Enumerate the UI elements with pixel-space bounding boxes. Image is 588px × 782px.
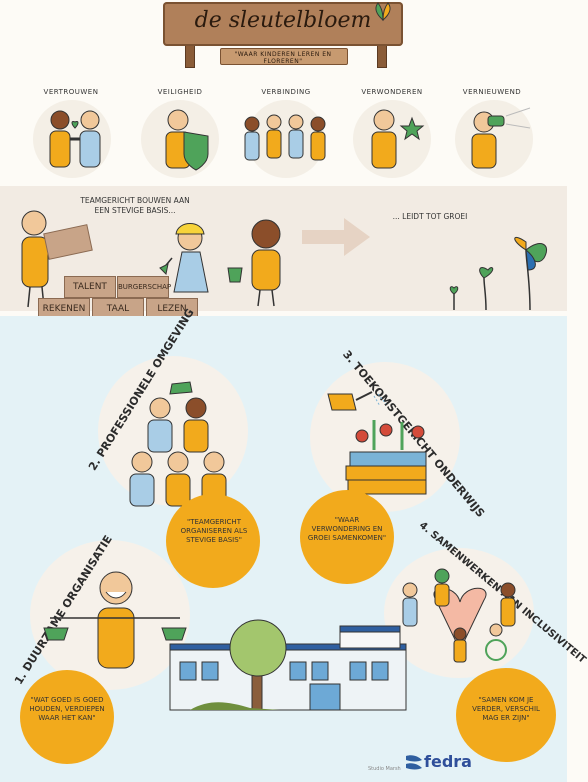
- child-with-bucket: [227, 219, 281, 307]
- leaf-logo-icon: [375, 2, 391, 22]
- fedra-logo-icon: [406, 755, 422, 770]
- brick-lezen: lezen: [146, 298, 198, 320]
- handshake-icon: [49, 110, 101, 168]
- brick-burgerschap: burgerschap: [117, 276, 171, 298]
- builder-with-brick: [21, 210, 93, 308]
- pillar-4-quote: "samen kom je verder, verschil mag er zi…: [472, 696, 540, 722]
- value-label-4: vernieuwend: [462, 88, 522, 96]
- title-sign: [163, 2, 403, 46]
- shield-icon: [165, 109, 209, 171]
- star-icon: [371, 109, 425, 169]
- pillar-4-quote-blob: [456, 668, 556, 762]
- inclusive-group-illustration: [402, 568, 516, 663]
- school-building-illustration: [169, 619, 407, 711]
- watering-books-illustration: [327, 391, 427, 495]
- growing-sprouts: [449, 237, 548, 311]
- binoculars-icon: [471, 107, 531, 169]
- pillar-2-quote: "teamgericht organiseren als stevige bas…: [180, 518, 248, 544]
- pillar-1-quote: "wat goed is goed houden, verdiepen waar…: [29, 696, 105, 722]
- page-title: de sleutelbloem: [194, 8, 372, 33]
- credit-text: Studio Marsh: [368, 766, 401, 772]
- builder-with-hardhat: [159, 223, 209, 293]
- pillar-3-quote: "waar verwondering en groei samenkomen": [307, 516, 387, 542]
- foundation-speech: teamgericht bouwen aan een stevige basis…: [80, 196, 190, 215]
- value-label-3: verwonderen: [361, 88, 423, 96]
- value-label-1: veiligheid: [157, 88, 203, 96]
- page-subtitle: "waar kinderen leren en floreren": [234, 51, 332, 65]
- pillar-2-quote-blob: [166, 494, 260, 588]
- pillar-3-quote-blob: [300, 490, 394, 584]
- group-icon: [244, 114, 326, 161]
- value-label-0: vertrouwen: [43, 88, 99, 96]
- arrow-right-icon: [302, 218, 370, 256]
- brand-name: fedra: [424, 752, 472, 771]
- pillar-1-quote-blob: [20, 670, 114, 764]
- value-label-2: verbinding: [261, 88, 311, 96]
- human-pyramid-illustration: [129, 381, 227, 507]
- foundation-result: ... leidt tot groei: [392, 212, 468, 221]
- subtitle-plank: [220, 48, 348, 65]
- balance-scale-illustration: [43, 571, 187, 669]
- brick-talent: talent: [64, 276, 116, 298]
